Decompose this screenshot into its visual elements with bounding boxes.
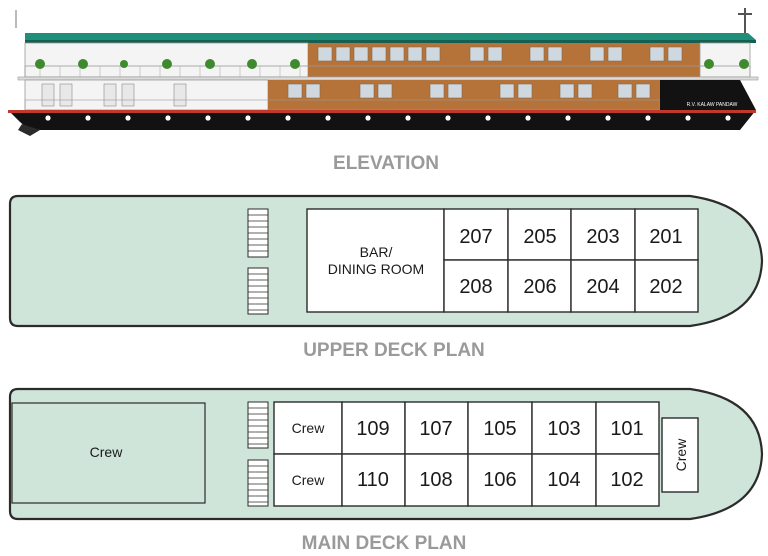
- cabin-number: 206: [523, 276, 556, 298]
- cabin-106: [467, 453, 533, 507]
- cabin-number: 101: [610, 418, 643, 440]
- rudder: [18, 124, 40, 136]
- upper-deck-plan: BAR/ DINING ROOM 207 205 203 201 208 206…: [8, 194, 764, 328]
- elevation-drawing: R.V. KALAW PANDAW: [8, 8, 759, 136]
- cabin-206: [507, 259, 572, 313]
- cabin-203: [570, 208, 636, 261]
- cabin-110: [341, 453, 406, 507]
- cabin-207: [443, 208, 509, 261]
- bow-cabin: [660, 80, 756, 110]
- bar-dining-room: [306, 208, 445, 313]
- cabin-number: 207: [459, 226, 492, 248]
- crew-label: Crew: [292, 420, 326, 436]
- crew-cabin-top: [273, 401, 343, 455]
- hull-stripe: [8, 110, 756, 113]
- hull: [8, 110, 756, 130]
- cabin-number: 105: [483, 418, 516, 440]
- cabin-number: 205: [523, 226, 556, 248]
- cabin-102: [595, 453, 660, 507]
- main-stairs-bottom: [247, 459, 269, 507]
- cabin-number: 201: [649, 226, 682, 248]
- upper-cabins: [443, 208, 699, 313]
- main-deck-caption: MAIN DECK PLAN: [302, 533, 467, 554]
- cabin-number: 107: [419, 418, 452, 440]
- crew-bow-room: [661, 417, 699, 493]
- cabin-number: 108: [419, 469, 452, 491]
- cabin-201: [634, 208, 699, 261]
- cabin-number: 106: [483, 469, 516, 491]
- crew-label: Crew: [292, 472, 326, 488]
- crew-area-label: Crew: [90, 444, 124, 460]
- bar-label-line2: DINING ROOM: [328, 261, 424, 277]
- cabin-number: 104: [547, 469, 580, 491]
- main-cabins: [273, 401, 699, 507]
- upper-stairs-bottom: [247, 267, 269, 315]
- main-deck-plan: Crew: [8, 387, 764, 521]
- main-stairs-top: [247, 401, 269, 449]
- upper-stairs-top: [247, 208, 269, 258]
- cabin-number: 208: [459, 276, 492, 298]
- plant-icons: [35, 59, 749, 69]
- bar-label-line1: BAR/: [360, 244, 393, 260]
- crew-area: [11, 402, 206, 504]
- cabin-number: 103: [547, 418, 580, 440]
- upper-deck-caption: UPPER DECK PLAN: [303, 340, 485, 361]
- cabin-number: 202: [649, 276, 682, 298]
- upper-windows: [317, 46, 683, 62]
- portholes: [45, 115, 731, 121]
- cabin-number: 109: [356, 418, 389, 440]
- cabin-105: [467, 401, 533, 455]
- ship-name: R.V. KALAW PANDAW: [687, 102, 738, 108]
- crew-bow-label: Crew: [673, 438, 689, 472]
- main-deck-wood: [268, 80, 660, 110]
- cabin-108: [404, 453, 469, 507]
- cabin-204: [570, 259, 636, 313]
- cabin-number: 102: [610, 469, 643, 491]
- cabin-number: 204: [586, 276, 619, 298]
- crew-cabin-bottom: [273, 453, 343, 507]
- main-doors: [41, 83, 187, 107]
- roof: [25, 33, 756, 40]
- elevation-caption: ELEVATION: [333, 153, 439, 174]
- deck-divider: [17, 76, 759, 81]
- cabin-202: [634, 259, 699, 313]
- cabin-101: [595, 401, 660, 455]
- cabin-number: 110: [357, 469, 389, 491]
- cabin-number: 203: [586, 226, 619, 248]
- main-windows: [287, 83, 651, 99]
- roof-edge: [25, 40, 756, 43]
